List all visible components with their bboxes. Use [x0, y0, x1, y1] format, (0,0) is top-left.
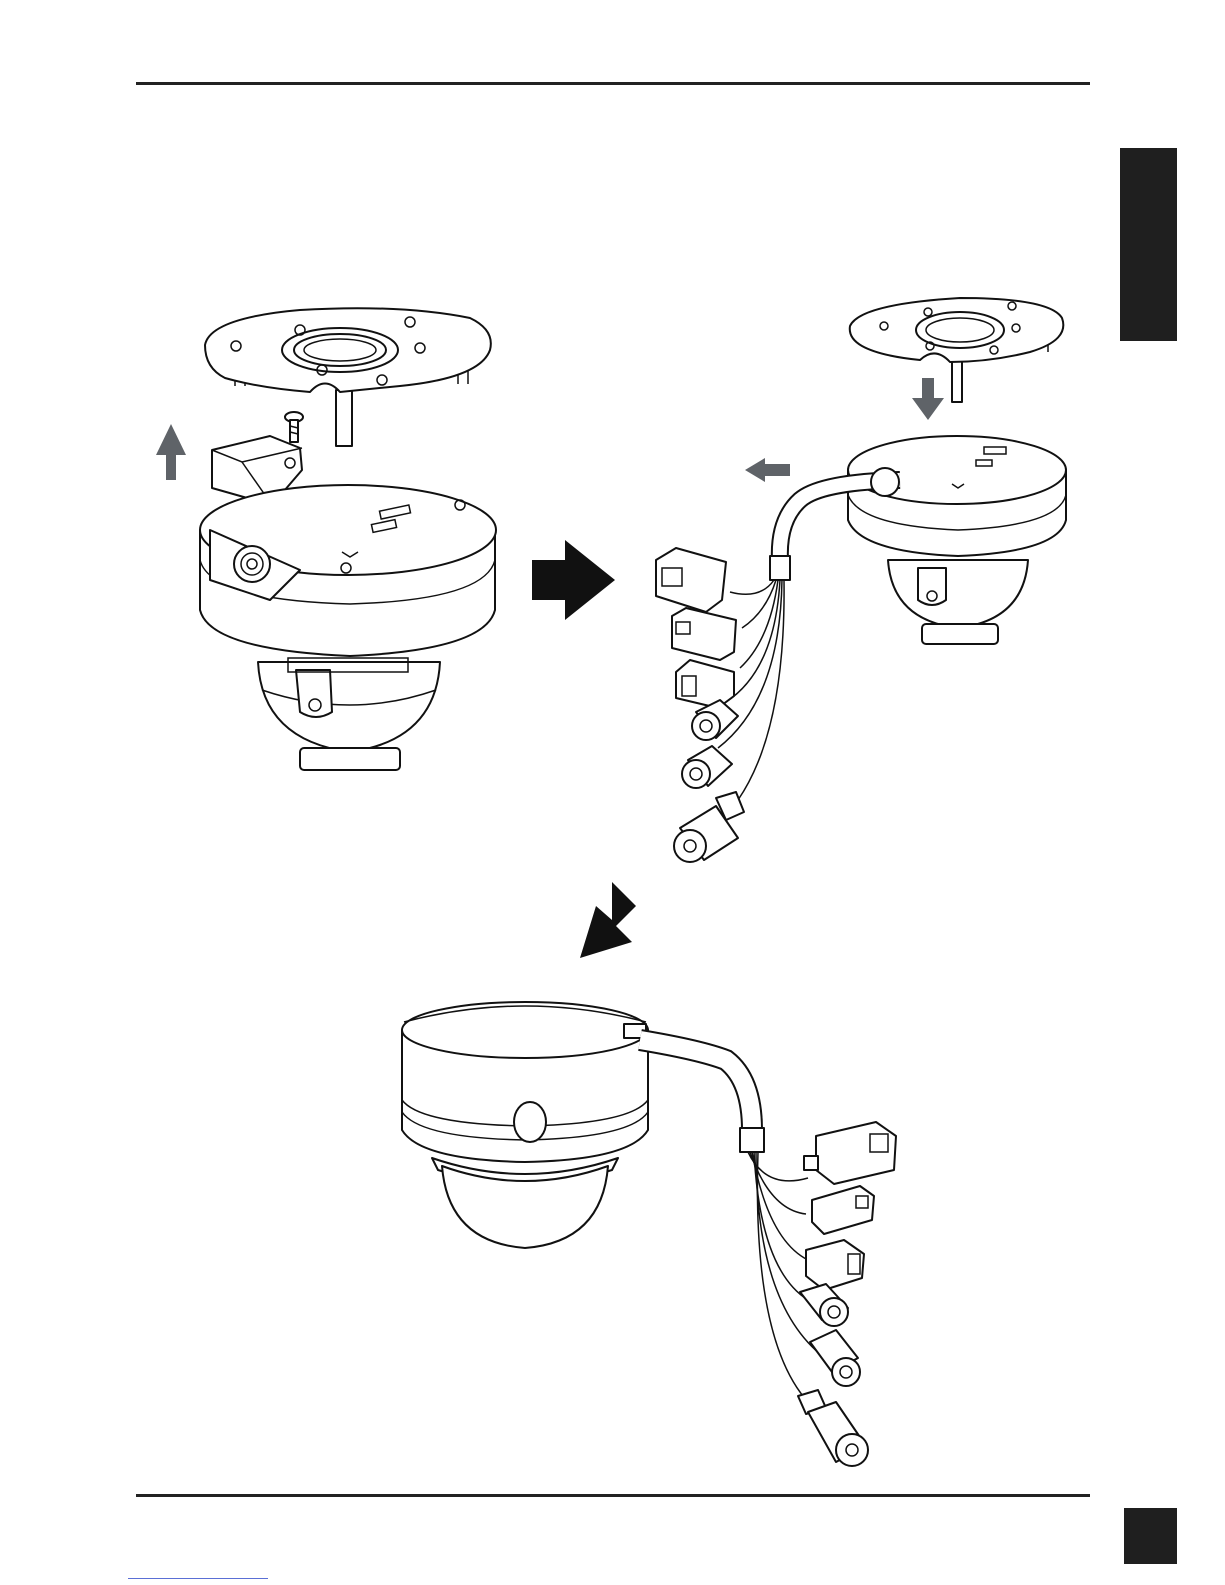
mounting-plate-left	[205, 308, 491, 446]
connectors-assembled	[798, 1122, 896, 1466]
terminal-block-connector-icon	[676, 660, 734, 708]
dome-bubble-left	[258, 658, 440, 770]
audio-jack-icon	[692, 700, 738, 740]
bottom-rule	[136, 1494, 1090, 1497]
arrow-up-icon	[156, 424, 186, 480]
terminal-block-connector-icon	[806, 1240, 864, 1290]
page-number-box	[1124, 1508, 1177, 1564]
rj45-connector-icon	[804, 1122, 896, 1184]
dome-camera-cable-icon	[656, 298, 1066, 862]
dome-camera-assembled-icon	[402, 1002, 896, 1466]
mounting-plate-right	[850, 298, 1064, 402]
connectors-right	[656, 548, 744, 862]
footer-link-underline	[128, 1578, 268, 1579]
camera-housing-assembled	[402, 1002, 648, 1184]
audio-jack-icon	[682, 746, 732, 788]
bnc-connector-icon	[798, 1390, 868, 1466]
dome-bubble-right	[888, 560, 1028, 644]
camera-housing-left	[200, 485, 496, 656]
cable-bundle-assembled	[624, 1024, 820, 1402]
arrow-down-icon	[912, 378, 944, 420]
audio-jack-icon	[800, 1284, 848, 1326]
rj45-connector-icon	[656, 548, 726, 612]
power-terminal-connector-icon	[812, 1186, 874, 1234]
arrow-right-icon	[532, 540, 615, 620]
arrow-left-icon	[745, 458, 790, 482]
audio-jack-icon	[810, 1330, 860, 1386]
power-terminal-connector-icon	[672, 608, 736, 660]
arrow-down-left-icon	[580, 882, 636, 958]
dome-camera-exploded-icon	[156, 308, 496, 770]
screw	[285, 412, 303, 442]
bnc-connector-icon	[674, 792, 744, 862]
